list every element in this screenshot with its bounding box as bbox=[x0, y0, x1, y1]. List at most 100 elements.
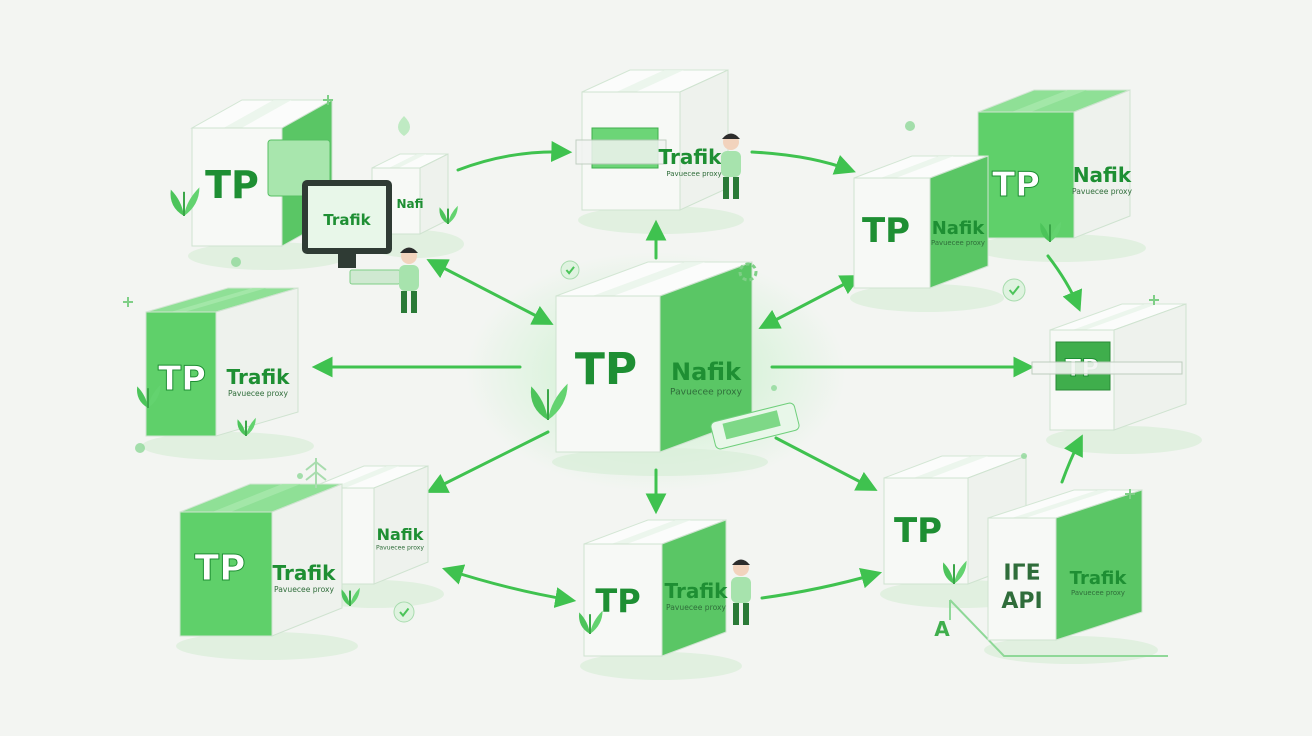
plant-computer bbox=[439, 205, 458, 224]
plant-lower-left bbox=[341, 587, 360, 606]
brand-name: Nafik bbox=[377, 525, 424, 544]
leaf bbox=[184, 187, 200, 216]
check-right bbox=[1002, 278, 1026, 302]
accent-dot bbox=[905, 121, 915, 131]
box-front bbox=[987, 517, 1057, 641]
brand-name: Nafi bbox=[396, 197, 423, 211]
tp-logo: TP bbox=[195, 548, 246, 589]
brand-name: Nafik bbox=[671, 358, 742, 386]
arrow-top-to-upper-right bbox=[750, 150, 856, 175]
platform-outline bbox=[949, 599, 1168, 657]
arrow-upper-right-down bbox=[1046, 254, 1083, 312]
box-center-shadow bbox=[552, 448, 768, 476]
box-tape bbox=[332, 466, 400, 488]
box-side bbox=[1073, 89, 1131, 239]
arrow-to-lower-left bbox=[426, 430, 550, 493]
box-tape bbox=[913, 456, 989, 478]
brand-name: Trafik bbox=[665, 579, 729, 603]
tagline: Pavuecee proxy bbox=[931, 239, 985, 247]
brand-name: Trafik bbox=[1070, 568, 1128, 589]
box-right-machine-shadow bbox=[1046, 426, 1202, 454]
plant-lower-right bbox=[942, 560, 967, 584]
box-tape bbox=[616, 70, 684, 92]
monitor-icon: Trafik bbox=[302, 180, 401, 285]
arrow-top-left-to-top bbox=[456, 140, 573, 172]
plus-lower-right bbox=[1125, 489, 1135, 499]
leaf bbox=[578, 612, 590, 634]
tp-logo: TP bbox=[862, 211, 910, 251]
api-top-text: ΙΓΕ bbox=[1003, 561, 1040, 586]
box-front bbox=[555, 295, 661, 453]
arrow-to-lower-right bbox=[774, 436, 878, 491]
keyboard bbox=[349, 269, 401, 285]
tagline: Pavuecee proxy bbox=[274, 585, 334, 594]
brand-name: Trafik bbox=[227, 365, 291, 389]
tagline: Pavuecee proxy bbox=[666, 603, 726, 612]
monitor-brand-text: Trafik bbox=[323, 211, 371, 229]
plus-right bbox=[1149, 295, 1159, 305]
scanner-belt bbox=[575, 139, 667, 165]
leaf bbox=[1040, 222, 1050, 242]
leaf bbox=[341, 589, 350, 606]
person-body bbox=[721, 151, 741, 177]
plant-left-small bbox=[237, 417, 256, 436]
machine-belt bbox=[1031, 361, 1183, 375]
box-tape bbox=[223, 100, 292, 128]
monitor-stand bbox=[338, 254, 356, 268]
box-side bbox=[419, 153, 449, 235]
tp-logo: TP bbox=[992, 165, 1040, 205]
person-leg bbox=[401, 291, 407, 313]
tree-sketch bbox=[305, 458, 327, 488]
person-at-computer bbox=[399, 247, 419, 313]
box-side bbox=[215, 287, 299, 437]
monitor-screen bbox=[308, 186, 386, 248]
tagline: Pavuecee proxy bbox=[228, 389, 288, 398]
person-hair bbox=[732, 559, 750, 565]
check-mark bbox=[565, 266, 575, 275]
leaf bbox=[530, 386, 548, 420]
leaf bbox=[350, 587, 360, 606]
leaf bbox=[148, 384, 161, 408]
tagline: Pavuecee proxy bbox=[666, 170, 721, 178]
tp-logo: TP bbox=[205, 163, 259, 207]
box-side bbox=[1055, 489, 1143, 641]
box-front bbox=[583, 543, 663, 657]
tagline: Pavuecee proxy bbox=[670, 387, 743, 397]
leaf bbox=[246, 417, 256, 436]
box-tape bbox=[611, 520, 691, 544]
person-leg bbox=[733, 603, 739, 625]
plus-mark bbox=[1125, 489, 1135, 499]
check-lower-left bbox=[393, 601, 415, 623]
person-at-scanner bbox=[721, 133, 741, 199]
box-side bbox=[929, 155, 989, 289]
box-left-shadow bbox=[142, 432, 314, 460]
check-circle bbox=[1002, 278, 1026, 302]
box-tape bbox=[170, 288, 267, 312]
accent-dot bbox=[135, 443, 145, 453]
box-side bbox=[661, 519, 727, 657]
plus-mark bbox=[1149, 295, 1159, 305]
person-leg bbox=[411, 291, 417, 313]
arrow-to-computer bbox=[426, 259, 554, 325]
box-front bbox=[191, 127, 283, 247]
tp-logo: TP bbox=[158, 359, 206, 399]
arrow-lower-left-to-bottom bbox=[442, 564, 577, 608]
gear-icon bbox=[738, 262, 758, 282]
brand-name: Nafik bbox=[1073, 163, 1132, 187]
tp-logo: TP bbox=[575, 344, 637, 395]
arrows-layer bbox=[311, 140, 1083, 608]
device-screen bbox=[722, 410, 781, 440]
api-label: API bbox=[1001, 589, 1042, 614]
box-side bbox=[679, 69, 729, 211]
plus-left bbox=[123, 297, 133, 307]
brand-name: Trafik bbox=[659, 145, 723, 169]
plant-bottom bbox=[578, 610, 603, 634]
